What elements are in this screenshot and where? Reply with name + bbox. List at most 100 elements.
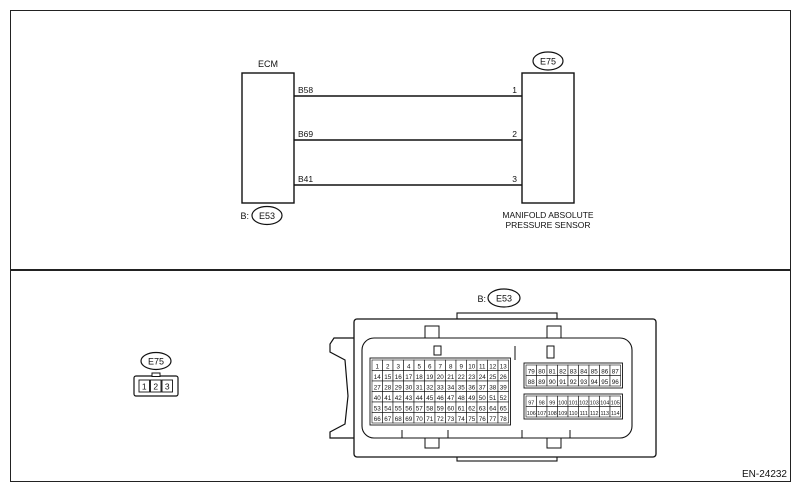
e53-pin-number: 101 <box>569 400 578 406</box>
e53-pin-number: 68 <box>395 416 403 423</box>
e53-pin-number: 28 <box>384 384 392 391</box>
e53-pin-number: 90 <box>549 379 557 386</box>
e53-pin-number: 66 <box>374 416 382 423</box>
e53-pin-number: 95 <box>601 379 609 386</box>
e75-pin-cell <box>161 379 173 393</box>
e53-pin-number: 96 <box>612 379 620 386</box>
e53-pin-number: 79 <box>528 368 536 375</box>
e53-pin-number: 50 <box>479 395 487 402</box>
e53-connector-callout: B: E53 <box>477 288 521 308</box>
e75-pin-number: 1 <box>142 382 147 392</box>
e53-pin-number: 82 <box>559 368 567 375</box>
e53-pin-number: 39 <box>500 384 508 391</box>
e53-pin-number: 72 <box>437 416 445 423</box>
e53-pin-number: 1 <box>375 363 379 370</box>
ecm-label: ECM <box>258 59 278 69</box>
e53-pin-number: 63 <box>479 405 487 412</box>
e53-pin-number: 42 <box>395 395 403 402</box>
e53-pin-number: 53 <box>374 405 382 412</box>
e75-pin-number: 3 <box>165 382 170 392</box>
e53-pin-number: 12 <box>489 363 497 370</box>
e53-pin-number: 98 <box>539 400 545 406</box>
e53-pin-number: 71 <box>426 416 434 423</box>
e53-pin-number: 104 <box>600 400 609 406</box>
e53-pin-number: 46 <box>437 395 445 402</box>
sensor-pin-label: 3 <box>512 174 517 184</box>
e53-pin-number: 97 <box>528 400 534 406</box>
e53-pin-number: 57 <box>416 405 424 412</box>
e53-pin-number: 3 <box>396 363 400 370</box>
e53-pin-number: 23 <box>468 374 476 381</box>
e53-pin-number: 105 <box>611 400 620 406</box>
e53-pin-number: 87 <box>612 368 620 375</box>
e53-pin-number: 93 <box>580 379 588 386</box>
e53-pin-number: 94 <box>591 379 599 386</box>
e53-pin-number: 67 <box>384 416 392 423</box>
e53-pin-number: 51 <box>489 395 497 402</box>
e53-pin-number: 41 <box>384 395 392 402</box>
e53-pin-number: 38 <box>489 384 497 391</box>
e53-pin-number: 25 <box>489 374 497 381</box>
e53-pin-cell <box>609 375 621 387</box>
e53-pin-number: 9 <box>459 363 463 370</box>
e53-pin-number: 24 <box>479 374 487 381</box>
svg-text:E75: E75 <box>540 57 556 67</box>
e53-pin-number: 34 <box>447 384 455 391</box>
e53-pin-number: 17 <box>405 374 413 381</box>
e53-pin-number: 84 <box>580 368 588 375</box>
e53-pin-number: 16 <box>395 374 403 381</box>
svg-text:E53: E53 <box>496 294 512 304</box>
e53-pin-number: 107 <box>537 411 546 417</box>
e53-pin-number: 37 <box>479 384 487 391</box>
e53-pin-number: 62 <box>468 405 476 412</box>
e53-pin-number: 91 <box>559 379 567 386</box>
outer-frame <box>10 10 791 482</box>
e53-pin-number: 52 <box>500 395 508 402</box>
e53-pin-number: 76 <box>479 416 487 423</box>
e53-pin-number: 69 <box>405 416 413 423</box>
e53-pin-number: 54 <box>384 405 392 412</box>
sensor-box <box>521 72 575 204</box>
figure-code: EN-24232 <box>742 469 787 480</box>
e53-pin-number: 29 <box>395 384 403 391</box>
e53-pin-number: 114 <box>611 411 620 417</box>
e53-pin-number: 75 <box>468 416 476 423</box>
e53-pin-number: 109 <box>558 411 567 417</box>
e53-pin-number: 74 <box>458 416 466 423</box>
e53-pin-number: 14 <box>374 374 382 381</box>
e53-pin-number: 108 <box>548 411 557 417</box>
sensor-name-line1: MANIFOLD ABSOLUTE <box>502 210 593 220</box>
e53-pin-number: 65 <box>500 405 508 412</box>
e53-pin-number: 27 <box>374 384 382 391</box>
e53-pin-number: 106 <box>527 411 536 417</box>
e53-pin-number: 11 <box>479 363 486 370</box>
e53-pin-number: 86 <box>601 368 609 375</box>
ecm-pin-label: B41 <box>298 174 313 184</box>
e53-pin-number: 36 <box>468 384 476 391</box>
e53-pin-number: 111 <box>580 411 588 417</box>
sensor-name-line2: PRESSURE SENSOR <box>505 220 590 230</box>
e53-pin-number: 103 <box>590 400 599 406</box>
e53-pin-number: 30 <box>405 384 413 391</box>
e53-pin-number: 6 <box>428 363 432 370</box>
e53-pin-number: 70 <box>416 416 424 423</box>
wire-b41: B41 3 <box>294 174 522 186</box>
e53-pin-number: 89 <box>538 379 546 386</box>
e53-pin-number: 59 <box>437 405 445 412</box>
e53-pin-number: 100 <box>558 400 567 406</box>
e53-pin-number: 7 <box>438 363 442 370</box>
ecm-box <box>241 72 295 204</box>
e53-pin-number: 49 <box>468 395 476 402</box>
svg-text:B:: B: <box>240 211 249 221</box>
sensor-pin-label: 2 <box>512 129 517 139</box>
e53-pin-number: 92 <box>570 379 578 386</box>
e53-pin-number: 60 <box>447 405 455 412</box>
e53-pin-number: 61 <box>458 405 466 412</box>
e53-pin-number: 88 <box>528 379 536 386</box>
e53-pin-number: 33 <box>437 384 445 391</box>
svg-text:E75: E75 <box>148 357 164 367</box>
